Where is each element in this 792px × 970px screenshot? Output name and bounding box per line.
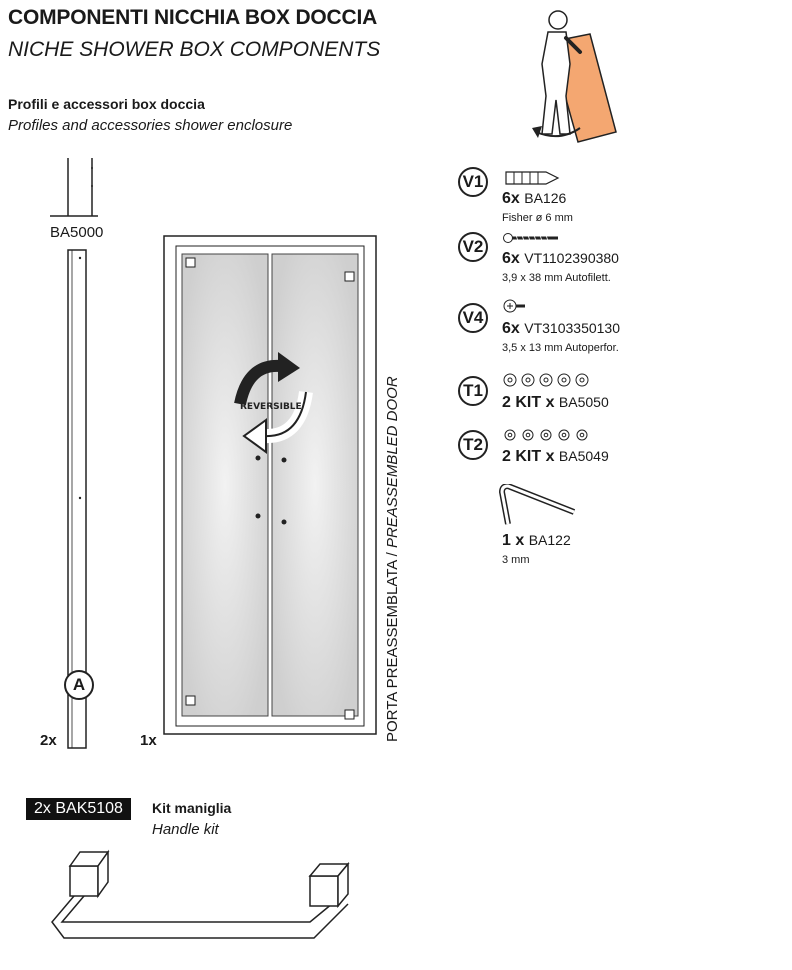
handle-kit-image [51,849,350,939]
handle-kit-badge: 2x BAK5108 [26,798,131,820]
reversible-label: REVERSIBLE [240,402,302,412]
item-qty-t2: 2 KIT x BA5049 [502,448,609,465]
item-label-t2: T2 [458,430,488,460]
item-sub-v2: 3,9 x 38 mm Autofilett. [502,272,611,284]
short-screw-icon [503,299,525,313]
allen-key-sub: 3 mm [502,554,530,566]
subtitle-en: Profiles and accessories shower enclosur… [8,117,293,134]
item-label-v4: V4 [458,303,488,333]
door-vertical-label: PORTA PREASSEMBLATA / PREASSEMBLED DOOR [384,376,401,742]
item-label-v2: V2 [458,232,488,262]
door-image: REVERSIBLE [163,235,377,735]
subtitle-it: Profili e accessori box doccia [8,96,205,112]
handle-kit-label-it: Kit maniglia [152,800,232,816]
handle-kit-label-en: Handle kit [152,821,219,838]
item-label-v1: V1 [458,167,488,197]
item-sub-v1: Fisher ø 6 mm [502,212,573,224]
profile-a-image [67,249,87,749]
allen-key-icon [499,484,576,525]
title-en: NICHE SHOWER BOX COMPONENTS [8,38,381,61]
title-it: COMPONENTI NICCHIA BOX DOCCIA [8,6,378,29]
item-label-t1: T1 [458,376,488,406]
item-qty-v1: 6x BA126 [502,190,567,207]
profile-ba5000-image [50,158,98,217]
item-qty-v4: 6x VT3103350130 [502,320,621,337]
item-sub-v4: 3,5 x 13 mm Autoperfor. [502,342,619,354]
allen-key-qty: 1 x BA122 [502,532,571,549]
profile-qty: 2x [40,732,57,749]
cap-set-t1-icon [503,373,589,387]
profile-code: BA5000 [50,224,104,241]
item-qty-v2: 6x VT1102390380 [502,250,619,267]
two-person-lift-icon [532,10,617,143]
wall-plug-icon [505,171,560,185]
item-qty-t1: 2 KIT x BA5050 [502,394,609,411]
cap-set-t2-icon [504,429,588,441]
profile-marker: A [64,670,94,700]
long-screw-icon [503,233,558,243]
door-qty: 1x [140,732,157,749]
